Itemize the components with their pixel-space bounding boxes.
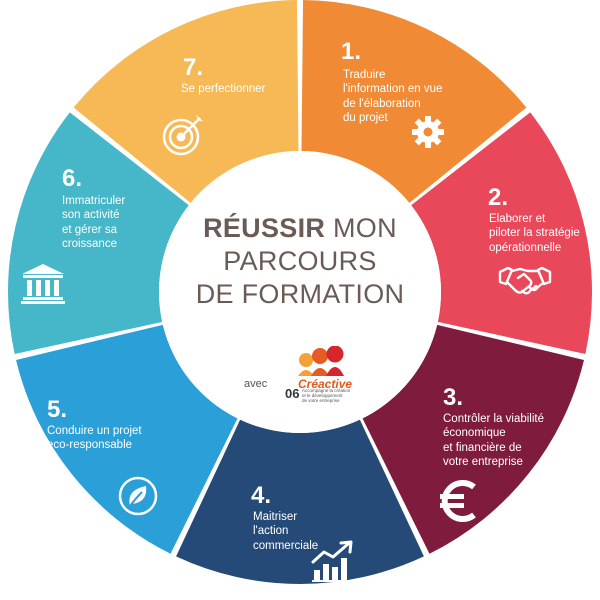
wheel-segment-3 — [362, 324, 584, 554]
step-1-text: Traduire l'information en vue de l'élabo… — [343, 69, 443, 125]
bank-building-icon — [21, 264, 65, 304]
target-icon — [162, 115, 203, 156]
step-3-number: 3. — [443, 384, 464, 411]
step-6-number: 6. — [62, 165, 83, 192]
step-4-text: Maitriser l'action commerciale — [253, 511, 319, 552]
step-4-number: 4. — [251, 482, 272, 509]
title-word-mon: MON — [333, 213, 397, 243]
with-label: avec — [244, 378, 268, 390]
logo-number: 06 — [285, 386, 300, 401]
euro-icon — [440, 480, 476, 522]
growth-chart-icon — [311, 540, 354, 582]
step-5-text: Conduire un projet eco-responsable — [47, 425, 142, 452]
step-7-number: 7. — [183, 54, 204, 81]
wheel-segment-5 — [16, 324, 238, 554]
title-line-2: PARCOURS — [223, 245, 377, 276]
center-disc — [159, 151, 441, 433]
step-2-number: 2. — [488, 184, 509, 211]
wheel-segment-1 — [301, 0, 527, 203]
step-5-number: 5. — [47, 396, 68, 423]
step-7-text: Se perfectionner — [181, 83, 266, 95]
gear-icon — [412, 116, 444, 148]
logo-name: Créactive — [298, 377, 353, 391]
handshake-icon — [498, 266, 552, 295]
center-title: RÉUSSIR MON PARCOURS DE FORMATION — [150, 212, 450, 311]
leaf-icon — [118, 476, 158, 516]
logo-tagline: Accompagne la création et le développeme… — [302, 388, 351, 403]
step-1-number: 1. — [341, 38, 362, 65]
step-6-text: Immatriculer son activité et gérer sa cr… — [62, 195, 126, 251]
title-bold-word: RÉUSSIR — [203, 213, 326, 243]
wheel-segment-4 — [176, 419, 424, 584]
wheel-segment-2 — [411, 112, 592, 354]
step-2-text: Elaborer et piloter la stratégie opérati… — [489, 213, 580, 254]
creactive-logo — [298, 346, 344, 376]
step-3-text: Contrôler la viabilité économique et fin… — [443, 413, 544, 469]
wheel-segment-6 — [8, 112, 189, 354]
wheel-segment-7 — [73, 0, 299, 203]
title-line-3: DE FORMATION — [195, 278, 405, 309]
